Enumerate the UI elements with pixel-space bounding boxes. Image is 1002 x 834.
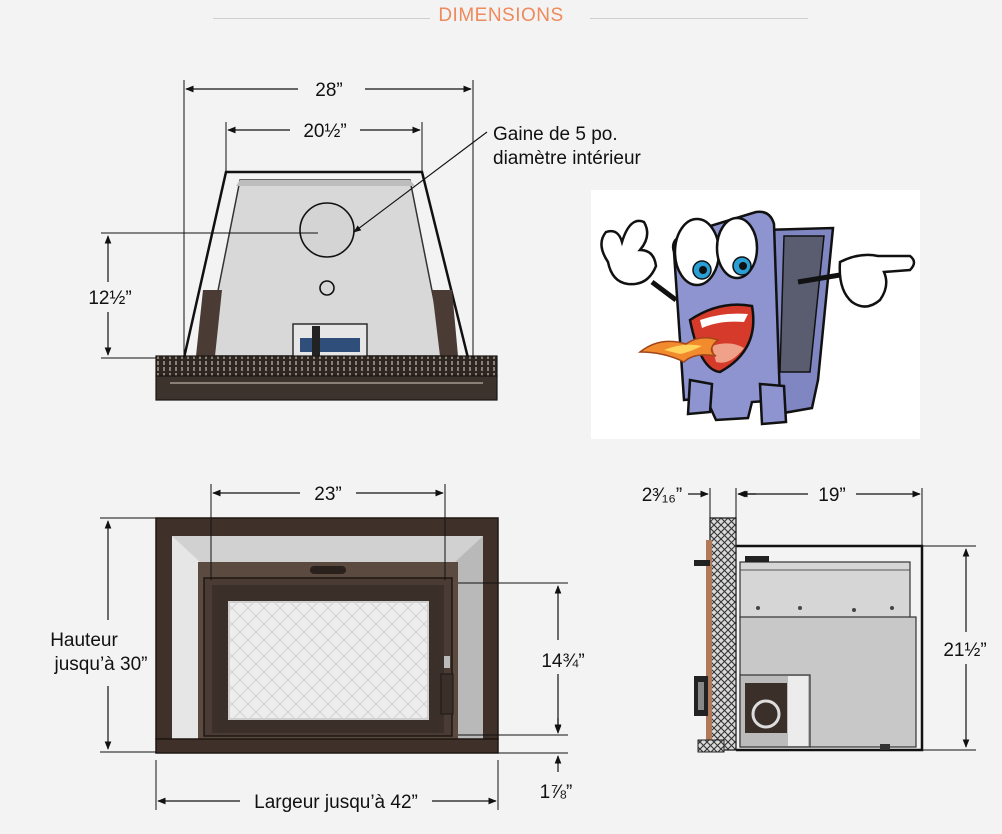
door-handle	[444, 656, 450, 668]
door-glass	[228, 601, 429, 720]
collar-note-line1: Gaine de 5 po.	[493, 124, 618, 145]
side-faceplate-edge	[706, 540, 712, 746]
top-view: 28” 20½” 12½” Gaine de 5 po. diamètre in…	[88, 80, 642, 401]
right-bracket	[432, 290, 458, 356]
front-view: 23” Hauteur jusqu’à 30” 14¾” 1⅞” Largeur…	[50, 484, 585, 813]
stove-mascot-icon	[591, 190, 920, 439]
blower-stem	[312, 326, 320, 356]
collar-circle	[299, 202, 355, 258]
dim-side-depth: 19”	[818, 485, 845, 506]
dim-front-height-line1: Hauteur	[50, 630, 118, 651]
door-latch	[440, 673, 454, 715]
dim-side-face-depth: 2³⁄₁₆”	[642, 485, 682, 506]
section-header: DIMENSIONS	[0, 0, 1002, 34]
dim-top-width-overall: 28”	[315, 80, 342, 101]
side-outline	[736, 544, 924, 752]
top-grille	[155, 355, 498, 377]
top-faceplate	[155, 375, 498, 401]
blower-wheel	[751, 699, 781, 729]
section-title: DIMENSIONS	[438, 5, 564, 26]
side-view: 2³⁄₁₆” 19” 21½”	[642, 485, 987, 753]
side-faceplate	[709, 517, 737, 751]
dim-top-width-inner: 20½”	[303, 121, 346, 142]
dim-top-collar-height: 12½”	[88, 288, 131, 309]
blower-panel	[300, 338, 360, 352]
dim-side-height: 21½”	[943, 640, 986, 661]
header-rule-right	[590, 18, 808, 19]
dim-front-width: Largeur jusqu’à 42”	[254, 792, 418, 813]
dim-front-base-height: 1⅞”	[540, 782, 573, 803]
collar-note-line2: diamètre intérieur	[493, 148, 642, 169]
top-view-rim	[236, 180, 415, 186]
blower-wheel-frame	[745, 683, 787, 733]
front-base	[155, 738, 499, 754]
left-bracket	[196, 290, 222, 356]
air-control-slot	[310, 566, 346, 574]
dim-front-width-top: 23”	[314, 484, 341, 505]
dim-front-height-line2: jusqu’à 30”	[54, 654, 148, 675]
side-upper-body	[739, 561, 911, 621]
header-rule-left	[213, 18, 430, 19]
dim-front-door-height: 14¾”	[541, 651, 584, 672]
small-port-circle	[319, 280, 335, 296]
